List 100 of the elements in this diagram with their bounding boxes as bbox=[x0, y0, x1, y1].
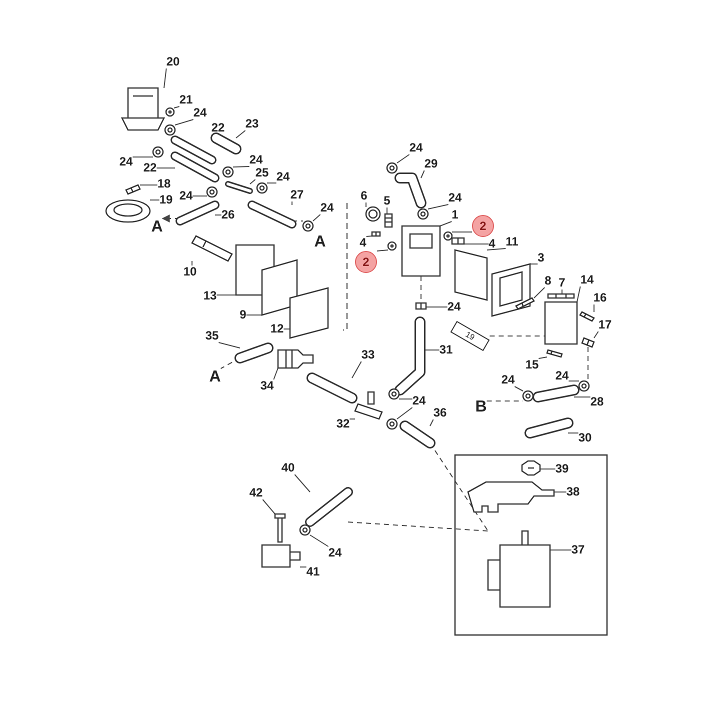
callout-number: 32 bbox=[336, 418, 350, 430]
callout-number: 39 bbox=[555, 462, 569, 476]
leader-line bbox=[534, 287, 546, 298]
leader-line bbox=[568, 432, 579, 434]
leader-line bbox=[266, 182, 277, 184]
hose-clamp-drawing bbox=[386, 162, 398, 174]
part-drawing bbox=[415, 302, 427, 310]
hose-drawing bbox=[524, 418, 574, 438]
hose-drawing bbox=[532, 384, 580, 402]
part-drawing bbox=[451, 237, 465, 245]
leader-line bbox=[540, 468, 556, 470]
callout-number: 28 bbox=[590, 396, 604, 408]
part-drawing bbox=[515, 297, 535, 310]
leader-line bbox=[283, 328, 290, 330]
callout-number: 1 bbox=[452, 208, 458, 222]
callout-number: 33 bbox=[361, 348, 375, 362]
hose-clamp-drawing bbox=[365, 206, 381, 222]
callout-number: 25 bbox=[255, 166, 269, 180]
leader-line bbox=[349, 418, 356, 420]
callout-number: 16 bbox=[593, 292, 607, 304]
leader-line bbox=[352, 361, 362, 378]
callout-number: 23 bbox=[245, 118, 259, 130]
callout-number: 24 bbox=[555, 370, 569, 382]
part-drawing bbox=[121, 87, 166, 131]
leader-line bbox=[440, 221, 452, 226]
callout-number: 42 bbox=[249, 486, 263, 500]
hose-drawing bbox=[225, 181, 253, 194]
hose-drawing bbox=[170, 152, 220, 182]
leader-line bbox=[236, 130, 246, 138]
connection-letter: B bbox=[475, 398, 487, 416]
hose-clamp-drawing bbox=[443, 231, 453, 241]
callout-number: 24 bbox=[119, 156, 133, 168]
leader-line bbox=[218, 342, 240, 348]
callout-number: 10 bbox=[183, 266, 197, 278]
part-drawing bbox=[487, 530, 551, 608]
leader-line bbox=[273, 368, 278, 380]
leader-line bbox=[486, 248, 506, 250]
clamp-ring-drawing bbox=[105, 199, 151, 223]
marked-tube: 19 bbox=[450, 320, 490, 352]
plate-drawing bbox=[289, 287, 329, 339]
leader-line bbox=[246, 314, 262, 316]
callout-number: 24 bbox=[409, 142, 423, 154]
hose-clamp-drawing bbox=[152, 146, 164, 158]
part-drawing bbox=[274, 513, 286, 543]
leader-line bbox=[310, 534, 329, 547]
hose-drawing bbox=[234, 342, 274, 364]
dashed-line bbox=[348, 522, 488, 532]
leader-line bbox=[398, 398, 413, 400]
part-drawing bbox=[579, 311, 595, 322]
callout-number: 22 bbox=[211, 122, 225, 134]
leader-line bbox=[576, 286, 581, 302]
callout-number: 41 bbox=[306, 566, 320, 578]
part-drawing bbox=[546, 349, 563, 358]
callout-number: 9 bbox=[240, 308, 246, 322]
callout-number: 20 bbox=[166, 56, 180, 68]
hose-clamp-drawing bbox=[222, 166, 234, 178]
part-drawing bbox=[491, 263, 531, 317]
leader-line bbox=[430, 419, 434, 426]
part-drawing bbox=[191, 235, 233, 262]
leader-line bbox=[312, 214, 321, 222]
leader-line bbox=[420, 170, 425, 178]
callout-number: 11 bbox=[506, 236, 518, 248]
part-drawing bbox=[261, 544, 301, 568]
leader-line bbox=[164, 68, 167, 88]
callout-number: 13 bbox=[203, 290, 217, 302]
callout-number: 24 bbox=[179, 190, 193, 202]
callout-number: 27 bbox=[290, 188, 304, 202]
part-drawing bbox=[125, 184, 141, 195]
hose-clamp-drawing bbox=[164, 124, 176, 136]
hose-clamp-drawing bbox=[302, 220, 314, 232]
leader-line bbox=[174, 106, 180, 108]
callout-number: 2 bbox=[472, 215, 494, 237]
leader-line bbox=[216, 294, 236, 296]
callout-number: 5 bbox=[384, 194, 390, 208]
leader-line bbox=[262, 499, 276, 514]
callout-number: 18 bbox=[157, 178, 171, 190]
plate-drawing bbox=[454, 249, 488, 301]
leader-line bbox=[376, 250, 388, 252]
leader-line bbox=[514, 386, 524, 392]
callout-number: 38 bbox=[566, 486, 580, 498]
callout-number: 19 bbox=[159, 194, 173, 206]
callout-number: 24 bbox=[276, 170, 290, 184]
callout-number: 24 bbox=[448, 192, 462, 204]
callout-number: 30 bbox=[578, 432, 592, 444]
callout-number: 24 bbox=[447, 300, 461, 314]
callout-number: 24 bbox=[193, 106, 207, 120]
leader-line bbox=[140, 184, 158, 186]
leader-line bbox=[396, 407, 413, 420]
part-drawing bbox=[277, 349, 314, 369]
part-drawing bbox=[354, 391, 383, 420]
callout-number: 14 bbox=[580, 274, 594, 286]
callout-number: 2 bbox=[355, 251, 377, 273]
part-drawing bbox=[371, 231, 381, 237]
hose-clamp-drawing bbox=[417, 208, 429, 220]
callout-number: 3 bbox=[538, 252, 544, 264]
callout-number: 24 bbox=[501, 374, 515, 386]
part-drawing bbox=[401, 225, 441, 277]
hose-drawing bbox=[210, 132, 242, 154]
callout-number: 40 bbox=[281, 462, 295, 474]
callout-number: 24 bbox=[320, 202, 334, 214]
